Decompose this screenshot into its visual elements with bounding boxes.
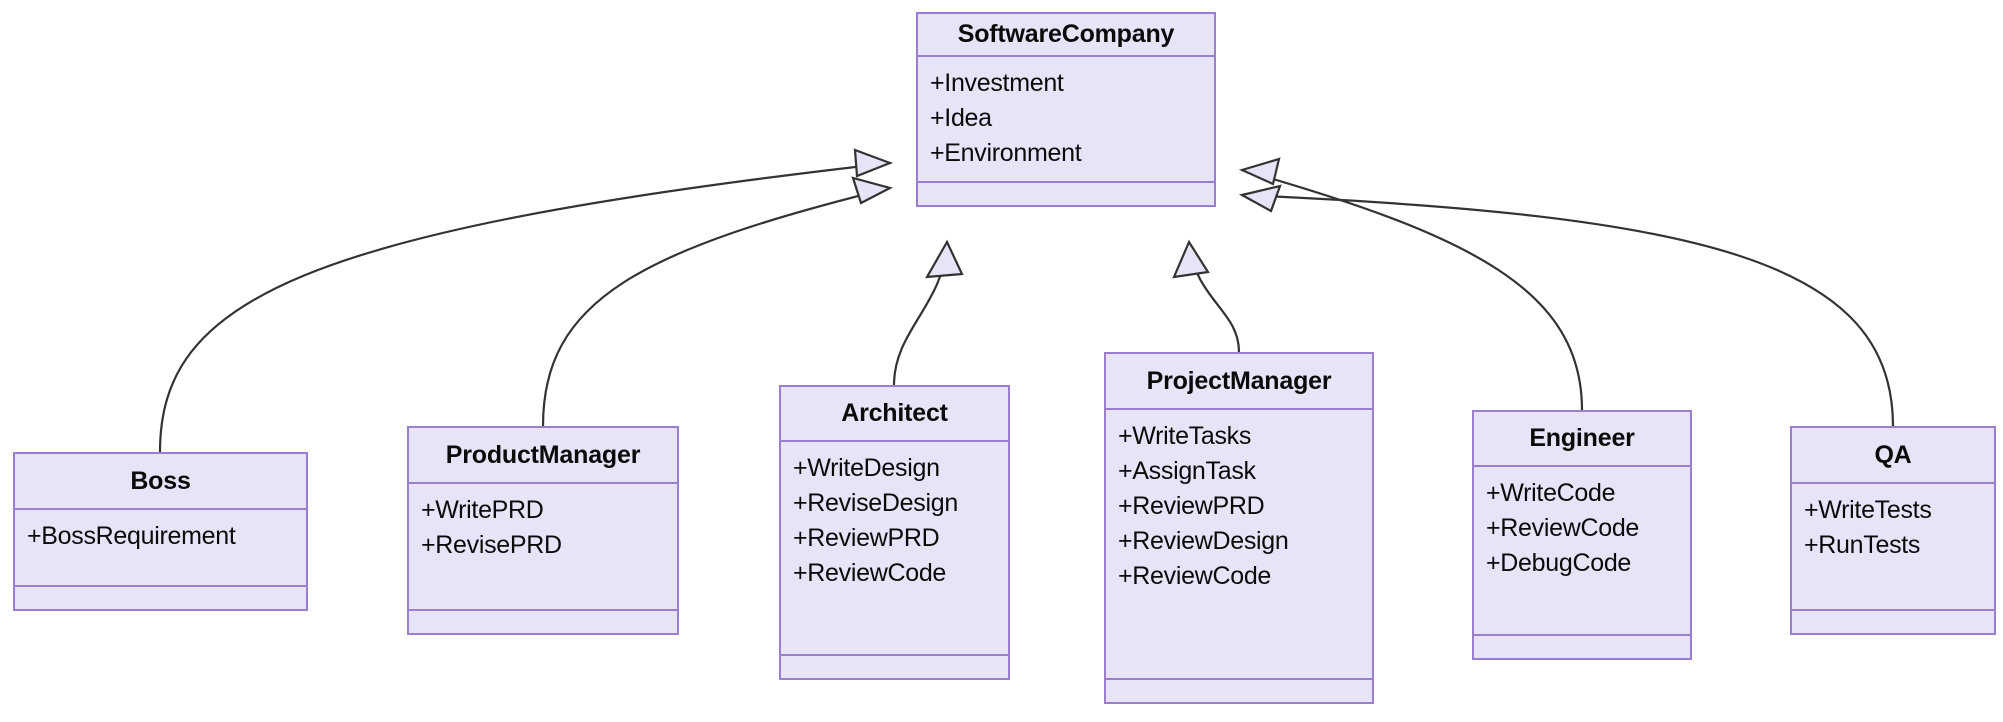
class-attribute: +WritePRD	[421, 496, 544, 524]
class-attribute: +WriteTasks	[1118, 422, 1252, 450]
class-node-qa[interactable]: QA +WriteTests +RunTests	[1790, 426, 1996, 635]
class-attributes-project-manager: +WriteTasks +AssignTask +ReviewPRD +Revi…	[1106, 410, 1372, 680]
class-attribute: +Investment	[930, 69, 1064, 97]
edge-architect-arrowhead	[925, 239, 964, 279]
class-attribute: +ReviseDesign	[793, 489, 958, 517]
class-node-project-manager[interactable]: ProjectManager +WriteTasks +AssignTask +…	[1104, 352, 1374, 704]
class-node-software-company[interactable]: SoftwareCompany +Investment +Idea +Envir…	[916, 12, 1216, 207]
class-attribute: +ReviewDesign	[1118, 527, 1289, 555]
edge-qa-arrowhead	[1238, 184, 1282, 213]
class-attribute: +WriteCode	[1486, 479, 1616, 507]
class-node-engineer[interactable]: Engineer +WriteCode +ReviewCode +DebugCo…	[1472, 410, 1692, 660]
class-attributes-software-company: +Investment +Idea +Environment	[918, 57, 1214, 183]
class-attribute: +WriteDesign	[793, 454, 940, 482]
class-methods-software-company	[918, 183, 1214, 205]
class-attribute: +RunTests	[1804, 531, 1921, 559]
class-attribute: +ReviewCode	[1486, 514, 1640, 542]
edge-boss-arrowhead	[853, 148, 894, 178]
class-attributes-engineer: +WriteCode +ReviewCode +DebugCode	[1474, 467, 1690, 636]
class-node-architect[interactable]: Architect +WriteDesign +ReviseDesign +Re…	[779, 385, 1010, 680]
edge-project-manager-line	[1187, 240, 1241, 354]
class-attribute: +DebugCode	[1486, 549, 1632, 577]
class-node-boss[interactable]: Boss +BossRequirement	[13, 452, 308, 611]
class-attribute: +ReviewCode	[793, 559, 947, 587]
class-attribute: +AssignTask	[1118, 457, 1256, 485]
class-methods-boss	[15, 587, 306, 609]
class-attribute: +ReviewCode	[1118, 562, 1272, 590]
class-attribute: +ReviewPRD	[793, 524, 940, 552]
class-attribute: +Idea	[930, 104, 992, 132]
class-attribute: +BossRequirement	[27, 522, 236, 550]
class-title-product-manager: ProductManager	[409, 428, 677, 484]
class-methods-project-manager	[1106, 680, 1372, 702]
class-title-engineer: Engineer	[1474, 412, 1690, 467]
edge-architect-line	[892, 240, 949, 387]
class-attributes-architect: +WriteDesign +ReviseDesign +ReviewPRD +R…	[781, 442, 1008, 656]
class-methods-engineer	[1474, 636, 1690, 658]
class-attributes-product-manager: +WritePRD +RevisePRD	[409, 484, 677, 611]
class-title-project-manager: ProjectManager	[1106, 354, 1372, 410]
edge-product-manager-arrowhead	[851, 176, 894, 205]
class-title-architect: Architect	[781, 387, 1008, 442]
class-attribute: +Environment	[930, 139, 1082, 167]
class-methods-architect	[781, 656, 1008, 678]
class-attribute: +WriteTests	[1804, 496, 1932, 524]
class-title-boss: Boss	[15, 454, 306, 510]
edge-project-manager-arrowhead	[1172, 239, 1210, 279]
class-node-product-manager[interactable]: ProductManager +WritePRD +RevisePRD	[407, 426, 679, 635]
class-attribute: +RevisePRD	[421, 531, 562, 559]
class-attributes-boss: +BossRequirement	[15, 510, 306, 587]
class-attribute: +ReviewPRD	[1118, 492, 1265, 520]
class-title-qa: QA	[1792, 428, 1994, 484]
edge-engineer-arrowhead	[1238, 157, 1281, 186]
class-methods-qa	[1792, 611, 1994, 633]
class-title-software-company: SoftwareCompany	[918, 14, 1214, 57]
class-methods-product-manager	[409, 611, 677, 633]
class-attributes-qa: +WriteTests +RunTests	[1792, 484, 1994, 611]
